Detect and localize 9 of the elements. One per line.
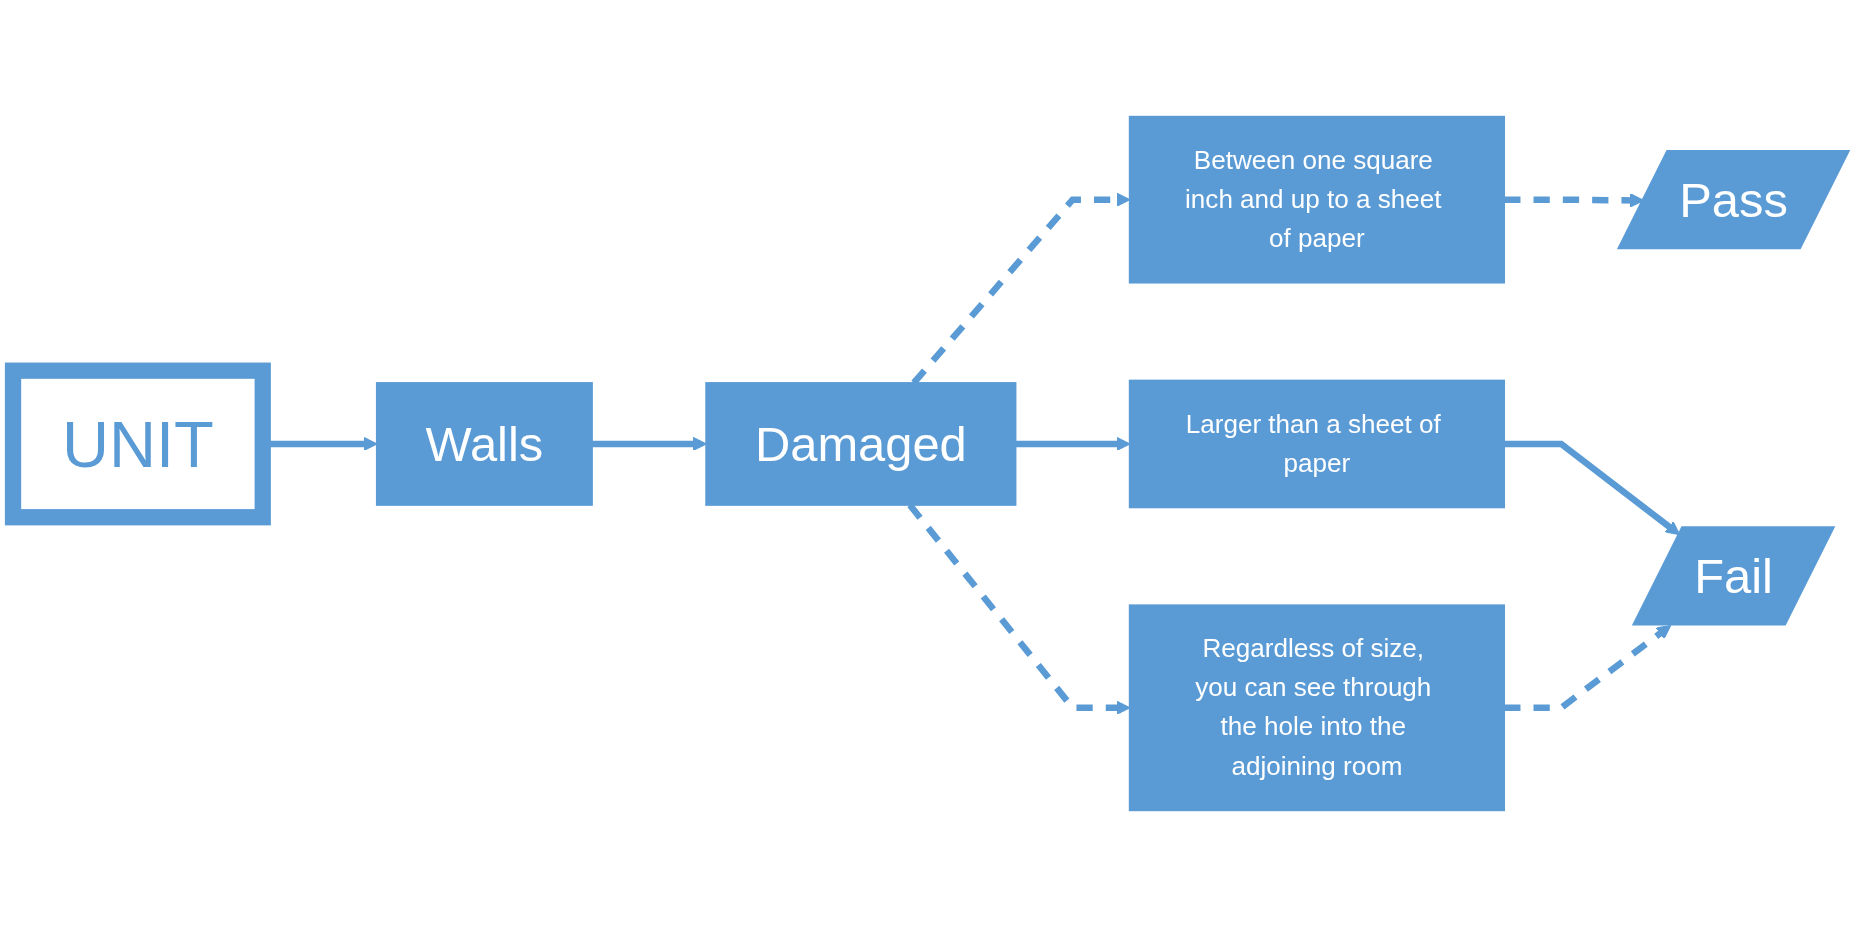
arrow bbox=[1504, 440, 1681, 536]
node-box: Walls bbox=[375, 382, 593, 506]
arrow bbox=[1504, 624, 1672, 712]
node-box: UNIT bbox=[4, 362, 271, 526]
arrow bbox=[592, 436, 707, 452]
node-box: Between one square inch and up to a sheet of paper bbox=[1128, 115, 1505, 284]
node-box: Damaged bbox=[705, 382, 1017, 506]
node-box: Larger than a sheet of paper bbox=[1128, 379, 1505, 509]
node-box: Regardless of size, you can see through the hole into the adjoining room bbox=[1128, 604, 1505, 812]
